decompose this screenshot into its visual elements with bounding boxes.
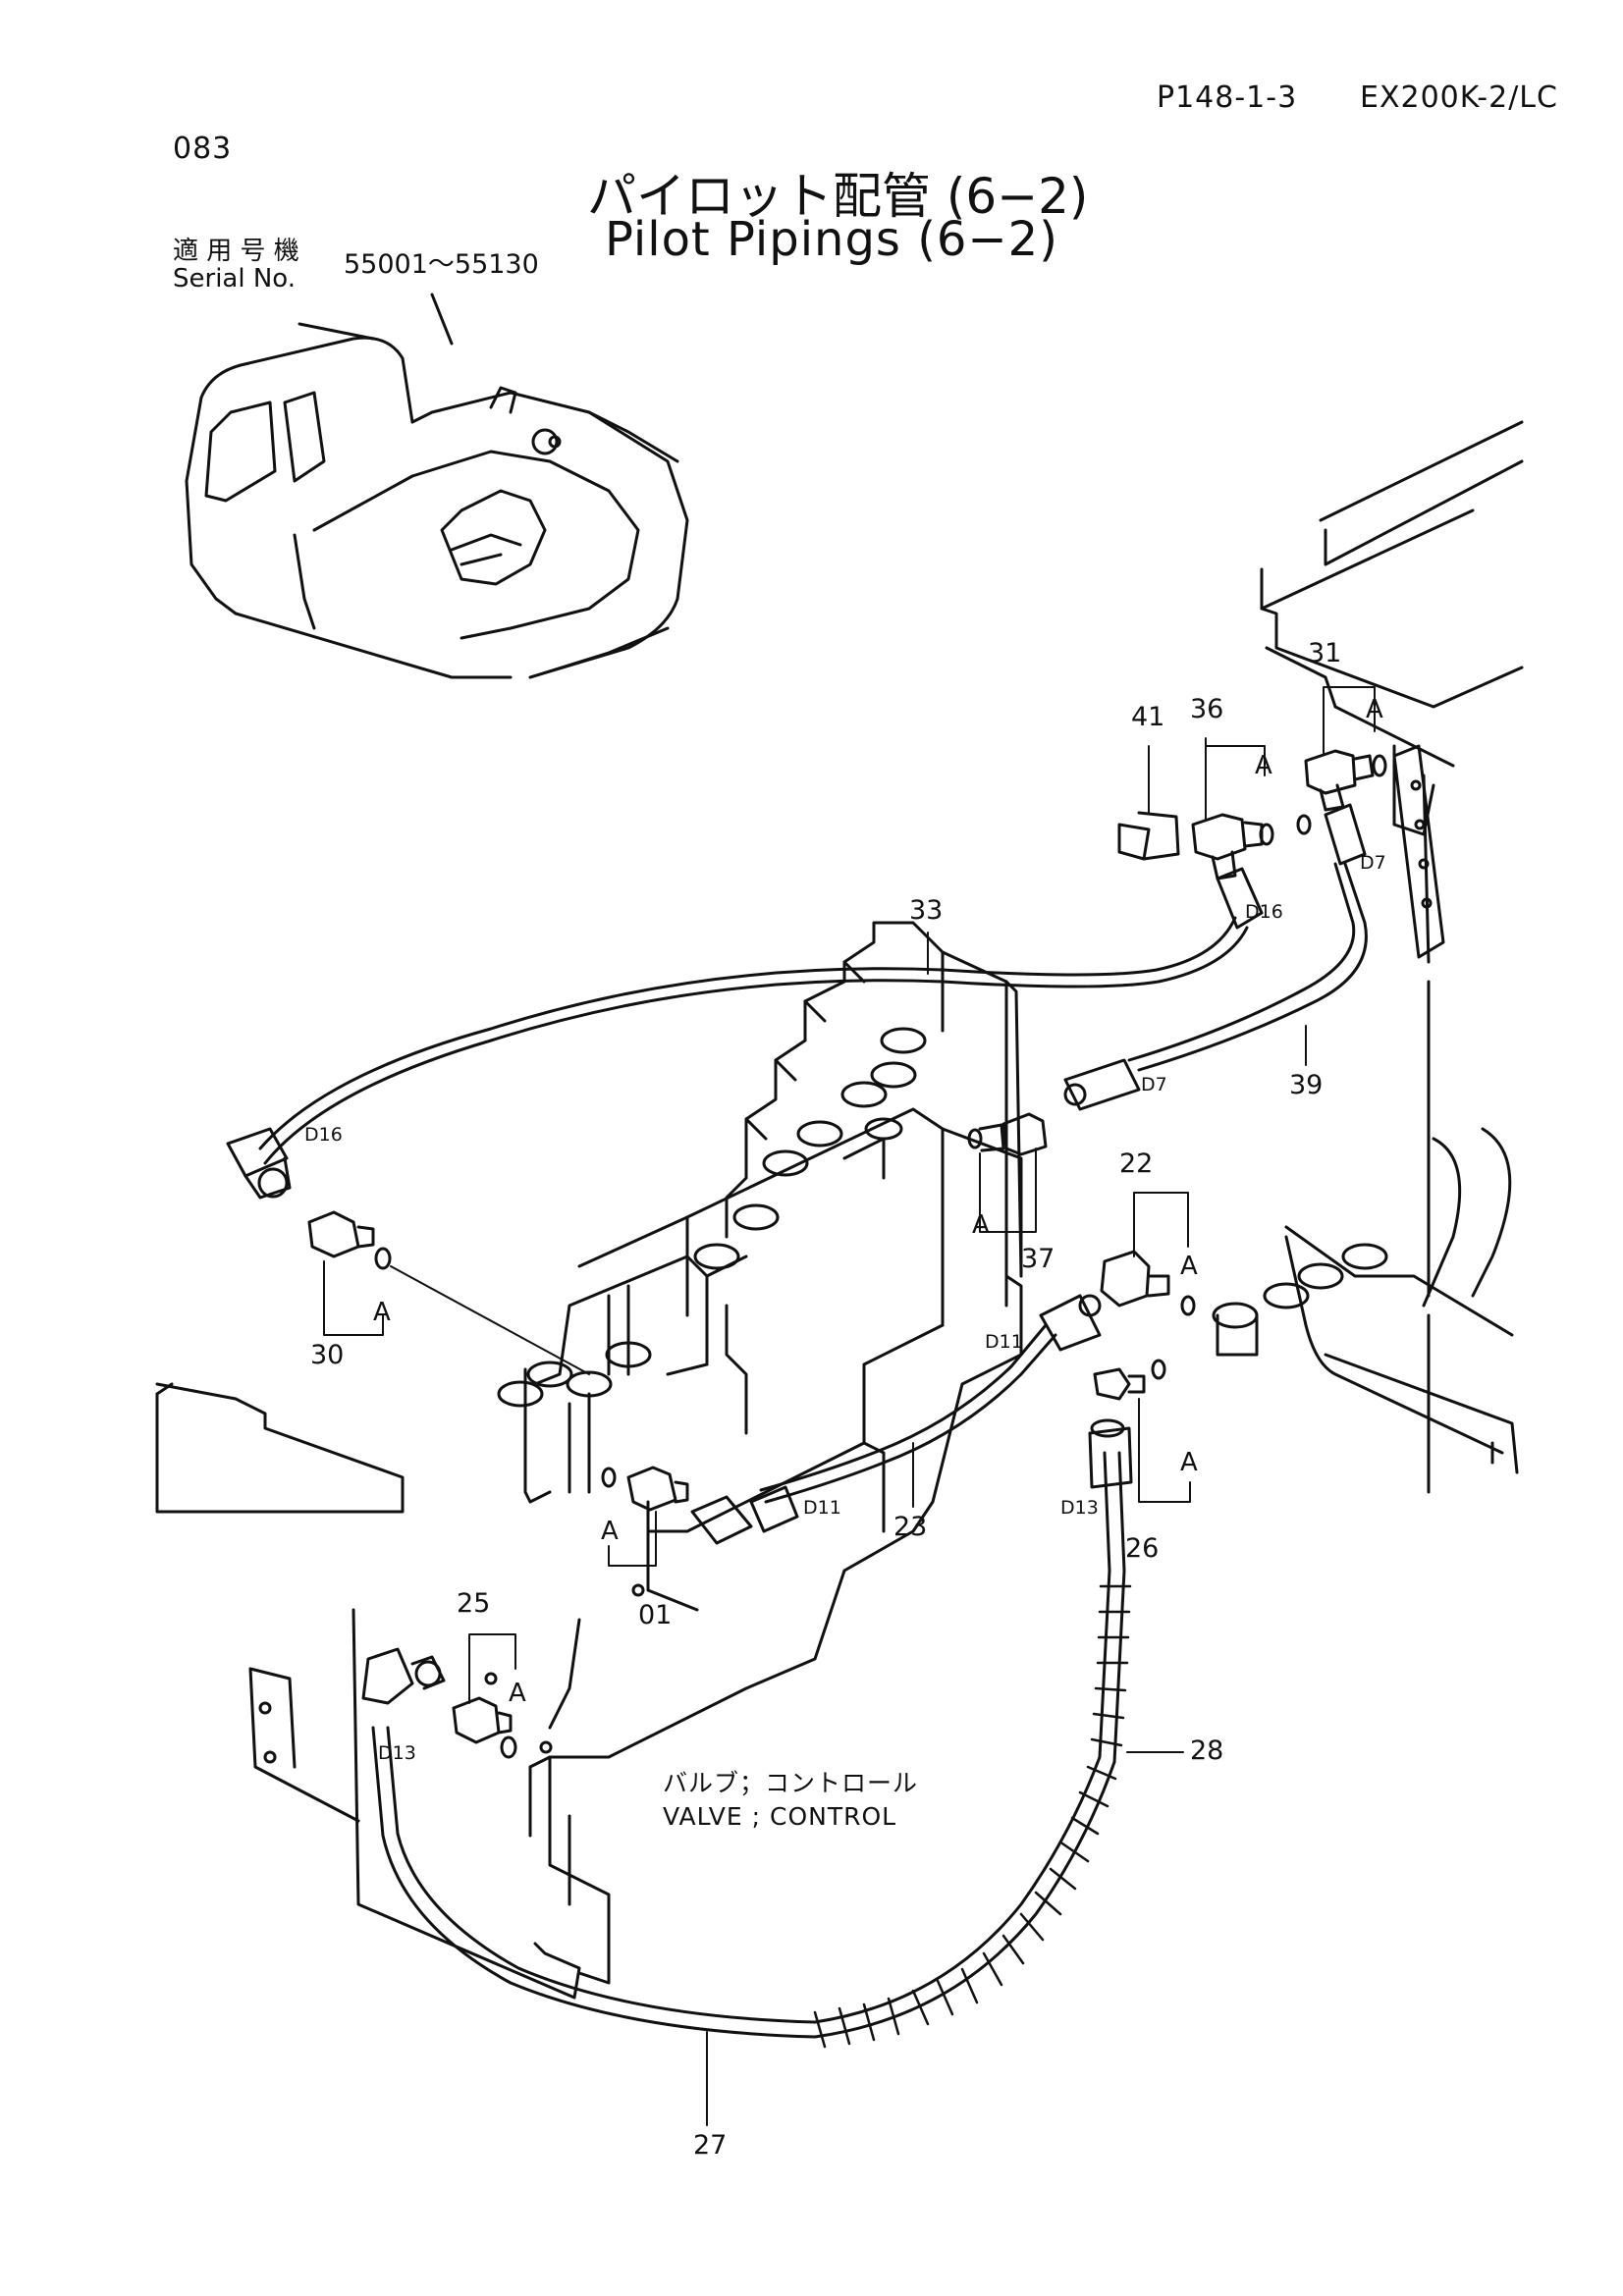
serial-range: 55001〜55130 <box>344 249 539 280</box>
part-31-label: 31 <box>1308 638 1342 668</box>
a-marker-01: A <box>601 1517 619 1546</box>
hose-label-d7-top: D7 <box>1360 852 1386 874</box>
part-28-label: 28 <box>1190 1735 1224 1766</box>
excavator-overview <box>185 293 689 679</box>
hose-label-d11-lower: D11 <box>803 1497 841 1519</box>
model-number: EX200K-2/LC <box>1360 80 1558 115</box>
leader-lines <box>323 686 1376 2126</box>
serial-label-english: Serial No. <box>173 264 296 294</box>
hose-label-d16-top: D16 <box>1245 901 1283 923</box>
part-39-label: 39 <box>1289 1070 1324 1100</box>
part-26-label: 26 <box>1125 1533 1160 1564</box>
title-japanese: パイロット配管 (6−2) <box>587 168 1089 225</box>
a-marker-30: A <box>373 1298 391 1327</box>
a-marker-25: A <box>509 1679 526 1708</box>
part-25-label: 25 <box>457 1588 491 1619</box>
fittings <box>226 749 1388 1759</box>
part-37-label: 37 <box>1021 1244 1055 1274</box>
part-41-label: 41 <box>1131 702 1165 732</box>
valve-label-japanese: バルブ；コントロール <box>663 1769 919 1797</box>
part-27-label: 27 <box>693 2130 728 2161</box>
frame-structure <box>1260 420 1524 1494</box>
part-23-label: 23 <box>893 1512 928 1542</box>
hoses <box>258 862 1368 2049</box>
a-marker-26: A <box>1180 1448 1198 1477</box>
page-number: 083 <box>173 132 233 166</box>
part-22-label: 22 <box>1119 1148 1154 1179</box>
a-marker-31: A <box>1366 695 1383 724</box>
a-marker-22: A <box>1180 1252 1198 1281</box>
a-marker-36: A <box>1255 751 1272 780</box>
part-36-label: 36 <box>1190 694 1224 724</box>
hose-label-d11-right: D11 <box>985 1331 1023 1353</box>
part-30-label: 30 <box>310 1340 345 1370</box>
hose-label-d13-left: D13 <box>378 1742 416 1764</box>
left-mounting-plates <box>155 1382 581 2000</box>
hose-label-d16-left: D16 <box>304 1124 343 1146</box>
hose-label-d13-right: D13 <box>1060 1497 1099 1519</box>
page-reference: P148-1-3 <box>1157 80 1298 115</box>
hose-label-d7-mid: D7 <box>1141 1074 1167 1095</box>
mounting-bracket <box>1392 744 1445 959</box>
serial-label-japanese: 適 用 号 機 <box>173 237 299 266</box>
a-marker-37: A <box>972 1210 990 1240</box>
title-english: Pilot Pipings (6−2) <box>605 212 1058 267</box>
control-valve-body <box>484 921 1023 1985</box>
valve-label-english: VALVE ; CONTROL <box>663 1802 897 1831</box>
part-01-label: 01 <box>638 1600 673 1630</box>
part-33-label: 33 <box>909 895 944 926</box>
